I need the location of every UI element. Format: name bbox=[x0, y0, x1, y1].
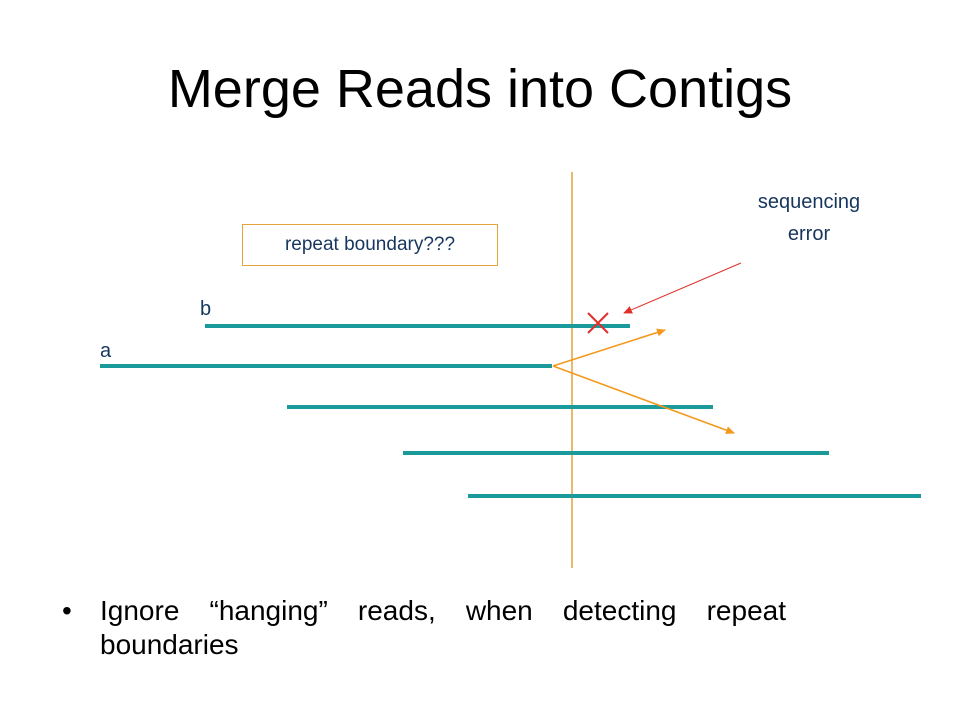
sequencing-error-text-line1: sequencing bbox=[757, 191, 861, 213]
bullet-item: • Ignore “hanging” reads, when detecting… bbox=[62, 594, 786, 662]
repeat-boundary-text: repeat boundary??? bbox=[284, 234, 456, 255]
bullet-dot: • bbox=[62, 595, 72, 626]
repeat-boundary-callout: repeat boundary??? bbox=[242, 224, 498, 266]
sequencing-error-pointer-arrow bbox=[623, 262, 742, 314]
read-a-label: a bbox=[100, 340, 112, 362]
bullet-text: Ignore “hanging” reads, when detecting r… bbox=[100, 595, 786, 660]
read-b-label: b bbox=[200, 298, 212, 320]
sequencing-error-callout: sequencing error bbox=[728, 186, 890, 250]
lower-branch-arrow bbox=[552, 365, 735, 434]
upper-branch-arrow bbox=[552, 328, 666, 367]
slide-title: Merge Reads into Contigs bbox=[167, 59, 793, 119]
sequencing-error-marker bbox=[587, 312, 609, 334]
sequencing-error-text-line2: error bbox=[787, 223, 831, 245]
